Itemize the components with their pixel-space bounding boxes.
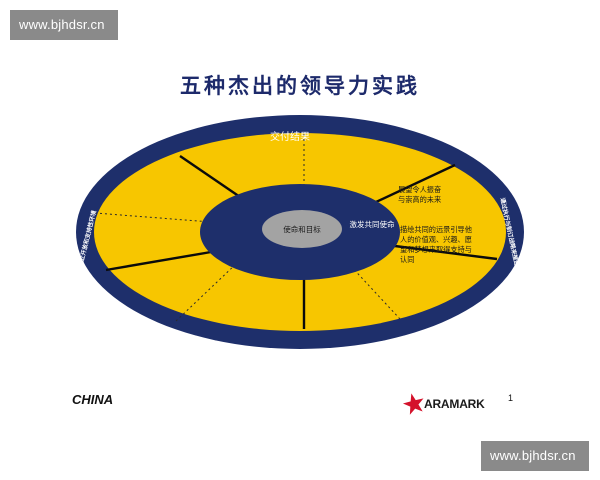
divider-solid [105,250,212,272]
divider-solid [386,243,498,261]
vision-text-line-2: 与崇高的未来 [398,195,441,204]
detail-text-line-2: 人的价值观、兴趣、愿 [400,235,472,244]
vision-text-line-1: 展望令人振奋 [398,185,441,194]
detail-text-line-4: 认同 [400,255,414,264]
divider-dotted [175,262,238,322]
page-title: 五种杰出的领导力实践 [180,73,420,98]
watermark-top: www.bjhdsr.cn [10,10,118,40]
page-number: 1 [508,393,514,403]
detail-text-line-3: 望和梦想来取得支持与 [400,245,472,254]
top-ring-label: 交付结果 [270,130,310,143]
center-label: 使命和目标 [283,224,321,234]
center-ellipse [262,210,342,248]
star-icon [402,393,424,415]
divider-solid [179,155,244,200]
brand-name: ARAMARK [424,397,485,411]
divider-dotted [94,212,212,223]
detail-text-line-1: 描绘共同的远景引导他 [400,225,472,234]
inner-right-label: 激发共同使命 [350,219,395,229]
watermark-bottom: www.bjhdsr.cn [481,441,589,471]
footer-region-label: CHINA [72,392,114,407]
brand-logo: ARAMARK [400,393,496,416]
